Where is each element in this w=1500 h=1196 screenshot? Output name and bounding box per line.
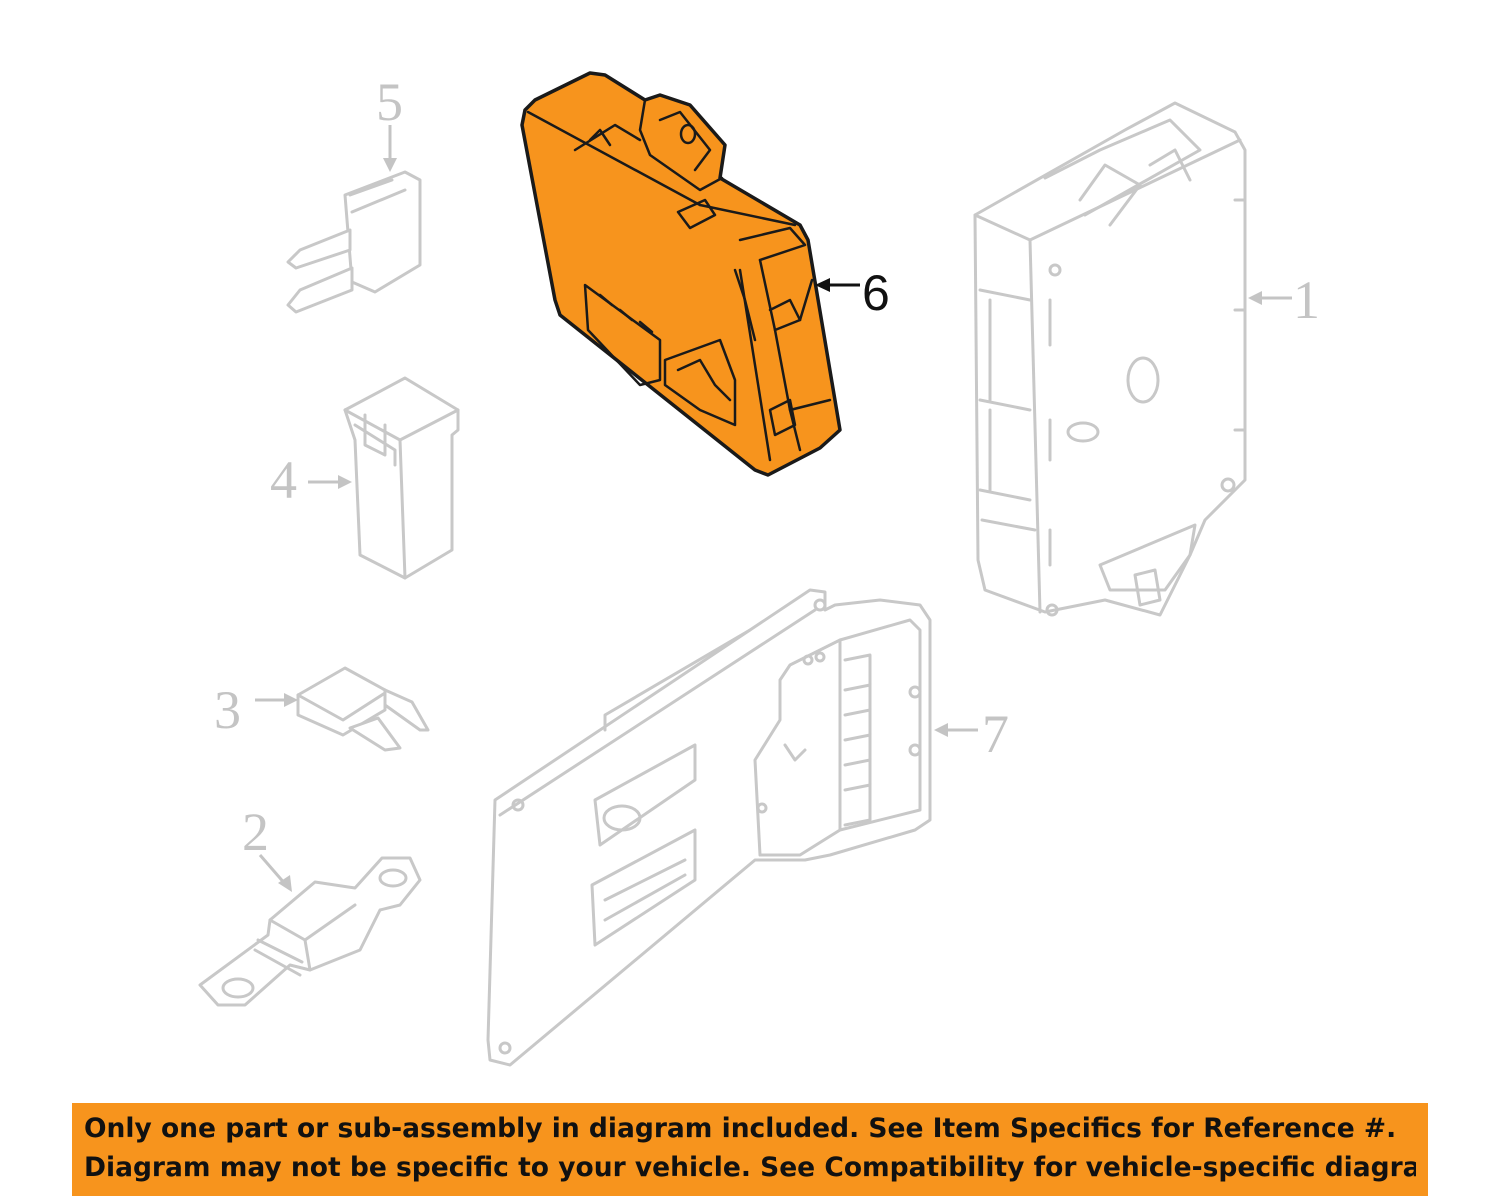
callout-5: 5 <box>376 72 403 132</box>
callout-6: 6 <box>862 265 890 321</box>
part-4-cartridge-fuse <box>343 376 460 580</box>
callout-7: 7 <box>982 704 1009 764</box>
part-5-mini-fuse <box>286 170 422 314</box>
callout-1: 1 <box>1293 270 1320 330</box>
part-7-junction-board <box>486 588 932 1067</box>
part-6-control-module <box>520 71 842 477</box>
callout-arrows <box>255 125 1292 892</box>
callout-4: 4 <box>270 450 297 510</box>
disclaimer-line-2: Diagram may not be specific to your vehi… <box>84 1152 1416 1183</box>
callout-3: 3 <box>214 680 241 740</box>
part-2-bolt-in-fuse <box>198 856 422 1007</box>
part-1-body-control-module <box>973 101 1247 617</box>
part-3-micro-fuse <box>296 666 430 752</box>
disclaimer-line-1: Only one part or sub-assembly in diagram… <box>84 1113 1397 1144</box>
disclaimer-banner: Only one part or sub-assembly in diagram… <box>72 1103 1428 1196</box>
callout-2: 2 <box>242 802 269 862</box>
